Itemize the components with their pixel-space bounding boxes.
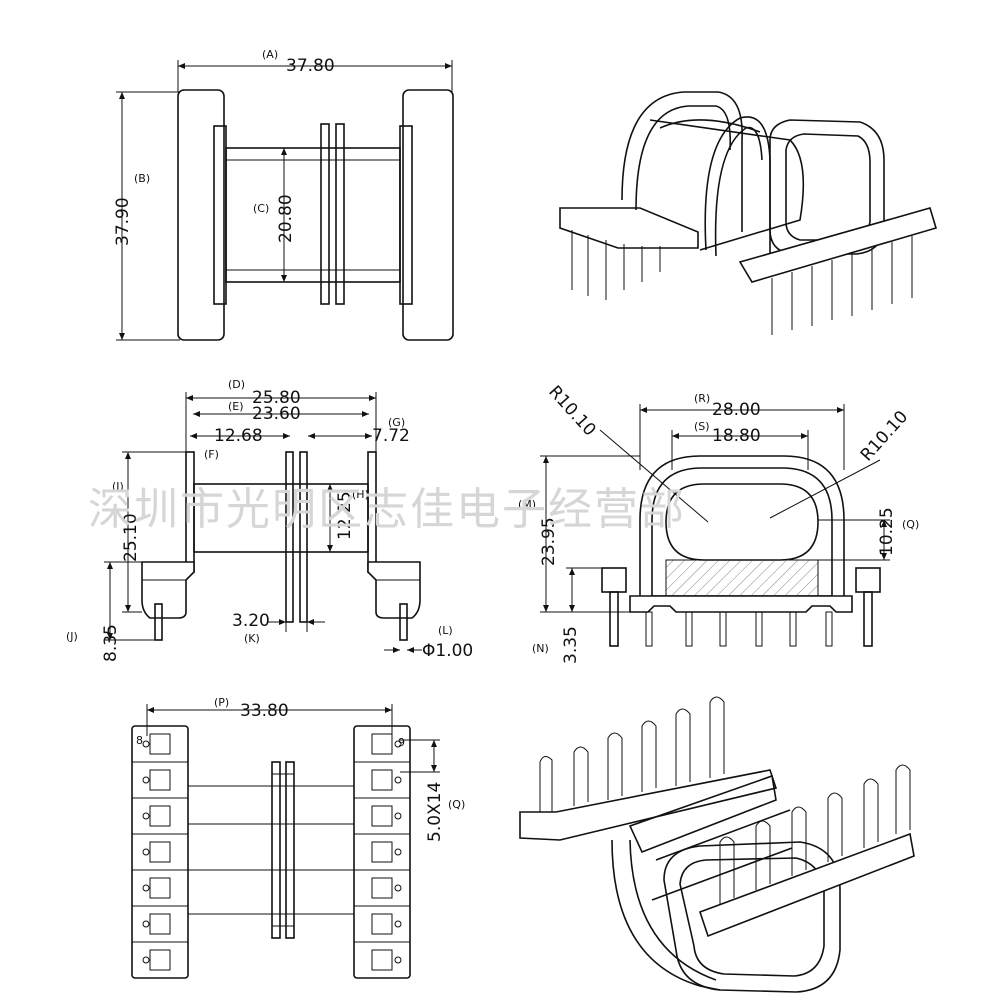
dim-f-label: (F)	[204, 448, 219, 461]
dim-g-value: 7.72	[372, 426, 410, 446]
strip-pad	[371, 877, 393, 899]
dim-i-value: 25.10	[121, 513, 141, 562]
pin-hole	[394, 812, 402, 820]
top-view: (A) 37.80 37.90 (B) (C) 20.80	[113, 48, 454, 341]
dim-a-label: (A)	[262, 48, 278, 61]
pin-hole	[142, 920, 150, 928]
dim-h-label: (H)	[352, 488, 369, 501]
strip-pad	[371, 949, 393, 971]
dim-s-value: 18.80	[712, 426, 761, 446]
pin-hole	[394, 848, 402, 856]
dim-m-label: (M)	[518, 498, 536, 511]
dim-q-front-label: (Q)	[902, 518, 919, 531]
strip-pad	[149, 841, 171, 863]
side-view: (D) 25.80 (E) 23.60 12.68 (F) 7.72 (G) 1…	[66, 378, 473, 662]
dim-q-front-value: 10.25	[877, 507, 897, 556]
strip-pad	[149, 913, 171, 935]
pin-hole	[142, 740, 150, 748]
dim-r-value: 28.00	[712, 400, 761, 420]
pin-hole	[394, 884, 402, 892]
dim-p-value: 33.80	[240, 701, 289, 721]
dim-f-value: 12.68	[214, 426, 263, 446]
dim-l-value: Φ1.00	[422, 641, 473, 661]
dim-a-value: 37.80	[286, 56, 335, 76]
strip-pad	[149, 733, 171, 755]
dim-n-label: (N)	[532, 642, 549, 655]
strip-pad	[149, 877, 171, 899]
pin-hole	[142, 884, 150, 892]
dim-l-label: (L)	[438, 624, 453, 637]
dim-b-label: (B)	[134, 172, 150, 185]
dim-e-label: (E)	[228, 400, 244, 413]
strip-pad	[371, 733, 393, 755]
radius-right-label: R10.10	[857, 407, 912, 465]
dim-s-label: (S)	[694, 420, 710, 433]
pin-hole	[394, 776, 402, 784]
dim-p-label: (P)	[214, 696, 229, 709]
isometric-view-top	[559, 91, 937, 335]
pin-hole	[142, 776, 150, 784]
pin-9-label: 9	[398, 736, 405, 749]
dim-c-value: 20.80	[276, 194, 296, 243]
dim-m-value: 23.95	[539, 517, 559, 566]
dim-q-bottom-label: (Q)	[448, 798, 465, 811]
pin-hole	[142, 956, 150, 964]
dim-k-label: (K)	[244, 632, 260, 645]
dim-g-label: (G)	[388, 416, 405, 429]
dim-d-value: 25.80	[252, 388, 301, 408]
strip-pad	[149, 949, 171, 971]
strip-pad	[371, 769, 393, 791]
dim-e-value: 23.60	[252, 404, 301, 424]
dim-j-value: 8.35	[101, 624, 121, 662]
dim-r-label: (R)	[694, 392, 710, 405]
pin-8-label: 8	[136, 734, 143, 747]
pin-hole	[142, 848, 150, 856]
bottom-view: (P) 33.80 8 9 5.0X14 (Q)	[131, 696, 465, 979]
dim-d-label: (D)	[228, 378, 245, 391]
strip-pad	[371, 841, 393, 863]
dim-i-label: (I)	[112, 480, 124, 493]
strip-pad	[371, 913, 393, 935]
watermark-text: 深圳市光明区志佳电子经营部	[88, 484, 686, 535]
dim-c-label: (C)	[253, 202, 269, 215]
dim-n-value: 3.35	[561, 626, 581, 664]
isometric-view-bottom	[519, 696, 915, 993]
radius-left-label: R10.10	[544, 382, 599, 440]
dim-b-value: 37.90	[113, 197, 133, 246]
dim-k-value: 3.20	[232, 611, 270, 631]
pin-hole	[394, 956, 402, 964]
dim-h-value: 12.25	[335, 491, 355, 540]
dim-j-label: (J)	[66, 630, 78, 643]
pin-hole	[142, 812, 150, 820]
pin-hole	[394, 740, 402, 748]
dim-q-bottom-value: 5.0X14	[425, 782, 445, 842]
strip-pad	[149, 769, 171, 791]
strip-pad	[371, 805, 393, 827]
strip-pad	[149, 805, 171, 827]
pin-hole	[394, 920, 402, 928]
